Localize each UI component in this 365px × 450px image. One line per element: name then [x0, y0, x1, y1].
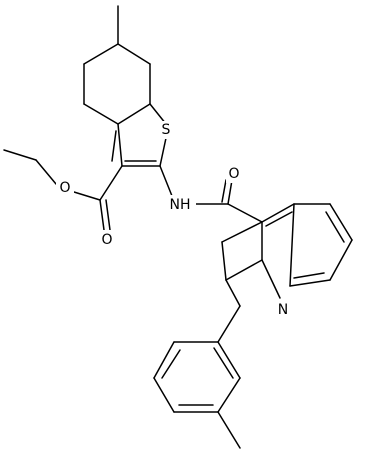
- ester-carbonyl-oxygen-label: O: [101, 232, 112, 248]
- ester-group: [3, 149, 123, 231]
- m-tolyl-ring: [153, 305, 241, 449]
- atom-labels: S NH O O O N: [56, 121, 292, 318]
- quinoline-ring: [221, 203, 353, 307]
- sulfur-atom-label: S: [162, 122, 171, 138]
- cyclohexene-ring: [83, 5, 151, 125]
- quinoline-nitrogen-label: N: [278, 302, 288, 318]
- thiophene-ring: [111, 103, 167, 167]
- amide-oxygen-label: O: [228, 166, 239, 182]
- ester-single-oxygen-label: O: [59, 180, 70, 196]
- nh-atom-label: NH: [170, 197, 191, 213]
- amide-linkage: [159, 165, 263, 223]
